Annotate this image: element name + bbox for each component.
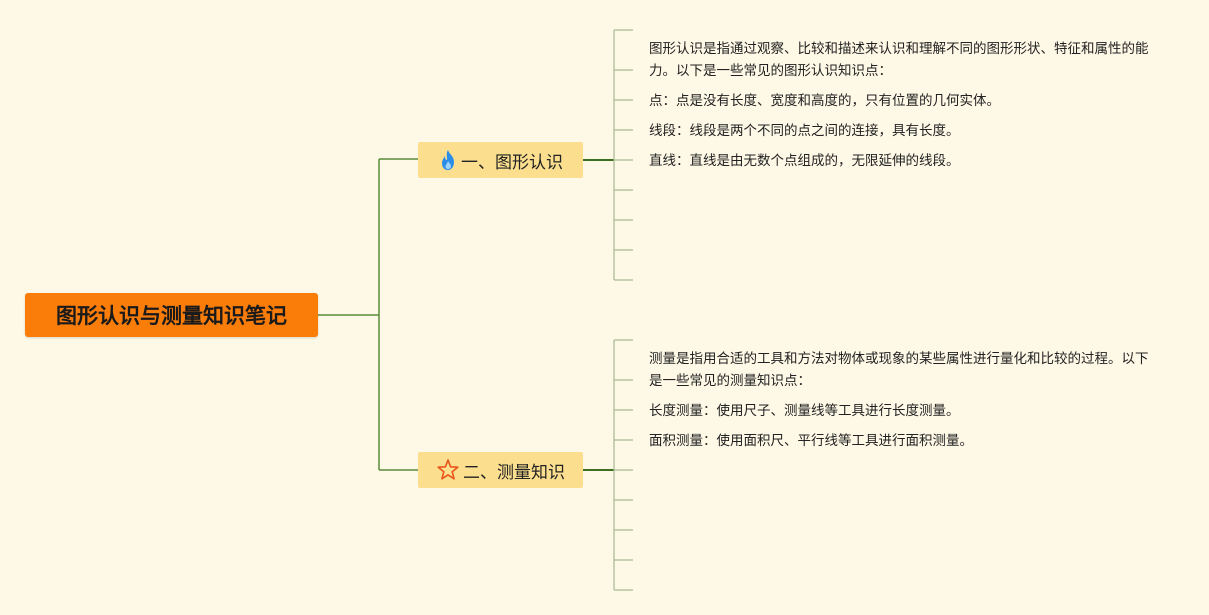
leaf-topic[interactable]: 图形认识是指通过观察、比较和描述来认识和理解不同的图形形状、特征和属性的能力。以… [649, 41, 1149, 79]
leaf-topic[interactable]: 测量是指用合适的工具和方法对物体或现象的某些属性进行量化和比较的过程。以下是一些… [649, 351, 1149, 389]
branch-2-leaf-bracket [613, 339, 633, 591]
branch-topic-shape-recognition[interactable]: 一、图形认识 [418, 142, 583, 178]
leaf-topic[interactable]: 点：点是没有长度、宽度和高度的，只有位置的几何实体。 [649, 93, 1000, 109]
star-icon [436, 458, 460, 482]
root-topic[interactable]: 图形认识与测量知识笔记 [25, 293, 318, 337]
branch-label: 二、测量知识 [463, 462, 565, 483]
fire-icon [438, 149, 458, 171]
leaf-topic[interactable]: 直线：直线是由无数个点组成的，无限延伸的线段。 [649, 153, 960, 169]
leaf-topic[interactable]: 线段：线段是两个不同的点之间的连接，具有长度。 [649, 123, 960, 139]
leaf-topic[interactable]: 长度测量：使用尺子、测量线等工具进行长度测量。 [649, 403, 960, 419]
branch-1-leaf-bracket [613, 29, 633, 281]
branch-topic-measurement[interactable]: 二、测量知识 [418, 452, 583, 488]
leaf-topic[interactable]: 面积测量：使用面积尺、平行线等工具进行面积测量。 [649, 433, 973, 449]
root-connector [318, 158, 418, 471]
branch-label: 一、图形认识 [461, 152, 563, 173]
